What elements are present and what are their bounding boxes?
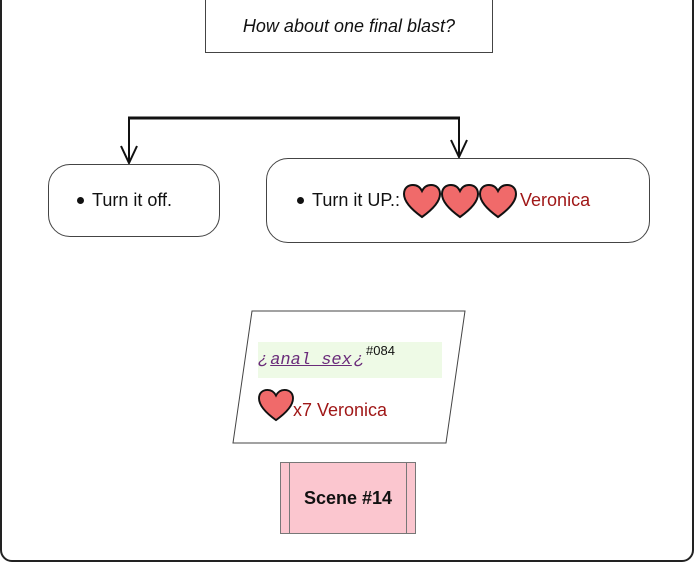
close-mark: ¿	[353, 350, 365, 370]
choice-label: Turn it UP.:	[312, 190, 401, 210]
reward-line: x7 Veronica	[257, 388, 387, 422]
prompt-box: How about one final blast?	[205, 0, 493, 53]
heart-icon	[258, 388, 294, 422]
choice-turn-it-off[interactable]: Turn it off.	[48, 164, 220, 237]
bullet-icon	[77, 197, 84, 204]
tag-number: #084	[366, 342, 395, 358]
tag-link[interactable]: anal sex	[270, 350, 352, 370]
heart-icon	[479, 183, 518, 218]
heart-icon	[441, 183, 480, 218]
heart-icon	[403, 183, 442, 218]
scene-box[interactable]: Scene #14	[280, 462, 416, 534]
reward-text: x7 Veronica	[293, 399, 388, 420]
prompt-text: How about one final blast?	[242, 15, 456, 36]
open-mark: ¿	[258, 350, 269, 370]
scene-label: Scene #14	[303, 487, 393, 508]
bullet-icon	[297, 197, 304, 204]
tag-line: ¿ anal sex ¿ #084	[258, 342, 442, 378]
character-name: Veronica	[520, 190, 591, 210]
choice-turn-it-up[interactable]: Turn it UP.: Veronica	[266, 158, 650, 243]
choice-label: Turn it off.	[92, 190, 173, 210]
heart-rating	[402, 183, 518, 219]
